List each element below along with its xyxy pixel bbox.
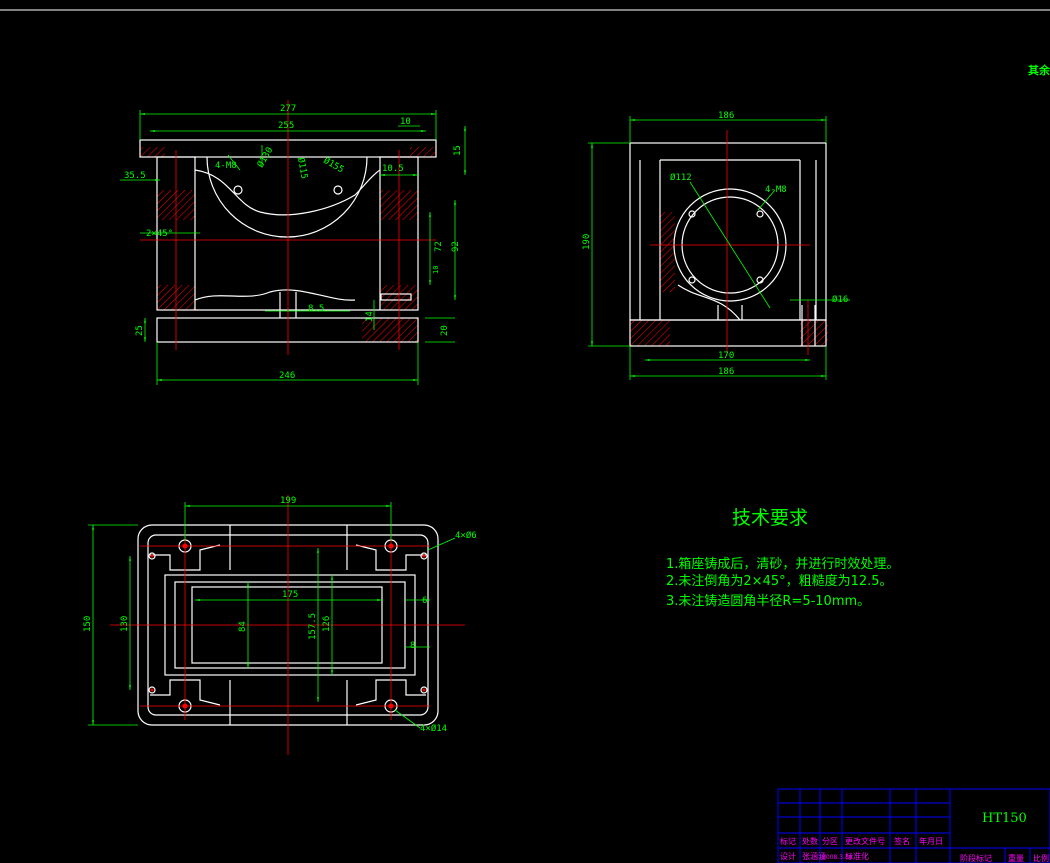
top-view: 199 4×Ø6 175 6 150 130 84 157.5 126 8 4×… (83, 495, 477, 755)
dim-170: 170 (718, 351, 734, 361)
dim-20: 20 (440, 325, 450, 336)
dim-186-bottom: 186 (718, 367, 734, 377)
dim-14: 14 (365, 311, 375, 322)
dim-246: 246 (279, 371, 295, 381)
tb-scale-label: 比例 (1033, 853, 1049, 863)
side-view-dimension-lines (588, 116, 850, 380)
front-view-centerlines (140, 100, 436, 355)
tb-label-signature: 签名 (894, 836, 910, 846)
dim-126: 126 (322, 616, 332, 632)
tb-design-label: 设计 (780, 851, 796, 861)
top-view-dimension-lines (88, 502, 456, 729)
tb-designer: 张涵涵 (802, 852, 826, 861)
dim-130-top: 130 (120, 616, 130, 632)
dim-199: 199 (280, 496, 296, 506)
front-view-dimension-lines (120, 110, 466, 385)
dim-side-4-m8: 4-M8 (765, 185, 787, 195)
top-view-centerlines (110, 495, 465, 755)
dim-157-5: 157.5 (308, 613, 318, 640)
dim-10-5: 10.5 (382, 164, 404, 174)
technical-requirements: 技术要求 1.箱座铸成后，清砂，并进行时效处理。 2.未注倒角为2×45°，粗糙… (666, 507, 899, 609)
title-block-grid (777, 788, 1050, 863)
dim-92: 92 (451, 241, 461, 252)
front-view: 277 255 10 15 35.5 4-M8 Ø130 Ø115 Ø155 1… (120, 100, 466, 385)
dim-d112: Ø112 (670, 172, 692, 183)
dim-4xd14: 4×Ø14 (420, 723, 447, 734)
side-view-dimension-text: 186 Ø112 4-M8 190 Ø16 170 186 (582, 111, 848, 377)
dim-175: 175 (282, 590, 298, 600)
tb-design-date: 2008.3.18 (822, 854, 853, 861)
dim-4xd6: 4×Ø6 (455, 530, 477, 541)
dim-277: 277 (280, 104, 296, 114)
dim-150: 150 (83, 616, 93, 632)
side-view: 186 Ø112 4-M8 190 Ø16 170 186 (582, 111, 850, 380)
tech-req-item-2: 2.未注倒角为2×45°，粗糙度为12.5。 (666, 573, 893, 589)
side-view-hatch (630, 212, 828, 346)
material-label: HT150 (982, 811, 1027, 826)
top-view-dimension-text: 199 4×Ø6 175 6 150 130 84 157.5 126 8 4×… (83, 496, 477, 734)
dim-8-5: 8.5 (308, 304, 324, 314)
title-block: HT150 标记 处数 分区 更改文件号 签名 年月日 设计 张涵涵 2008.… (777, 788, 1050, 863)
tb-label-date: 年月日 (919, 836, 943, 846)
dim-d115: Ø115 (295, 157, 310, 180)
dim-6: 6 (422, 596, 427, 606)
tb-label-zone: 分区 (822, 837, 838, 846)
dim-4-m8: 4-M8 (215, 161, 237, 171)
tech-req-item-1: 1.箱座铸成后，清砂，并进行时效处理。 (666, 556, 899, 572)
tb-label-change-doc: 更改文件号 (845, 836, 885, 846)
dim-10-top: 10 (400, 117, 411, 127)
dim-mid: 10 (432, 266, 440, 274)
tb-label-mark: 标记 (780, 836, 796, 846)
tech-req-item-3: 3.未注铸造圆角半径R=5-10mm。 (666, 593, 870, 609)
tb-label-count: 处数 (802, 836, 818, 846)
corner-roughness-note: 其余 (1028, 63, 1050, 77)
dim-72: 72 (434, 241, 444, 252)
dim-35-5: 35.5 (124, 171, 146, 181)
dim-25: 25 (135, 325, 145, 336)
dim-15: 15 (453, 145, 463, 156)
tb-stage-label: 阶段标记 (960, 853, 992, 863)
dim-84: 84 (238, 621, 248, 632)
dim-186-top: 186 (718, 111, 734, 121)
dim-chamfer: 2×45° (146, 229, 173, 239)
dim-8: 8 (410, 641, 415, 651)
tb-weight-label: 重量 (1008, 853, 1024, 863)
dim-d16: Ø16 (832, 294, 848, 305)
dim-255: 255 (278, 121, 294, 131)
side-view-outline (629, 142, 827, 347)
tech-req-title: 技术要求 (732, 507, 808, 529)
tb-std-label: 标准化 (845, 851, 869, 861)
dim-d155: Ø155 (322, 155, 346, 175)
dim-190: 190 (582, 234, 592, 250)
